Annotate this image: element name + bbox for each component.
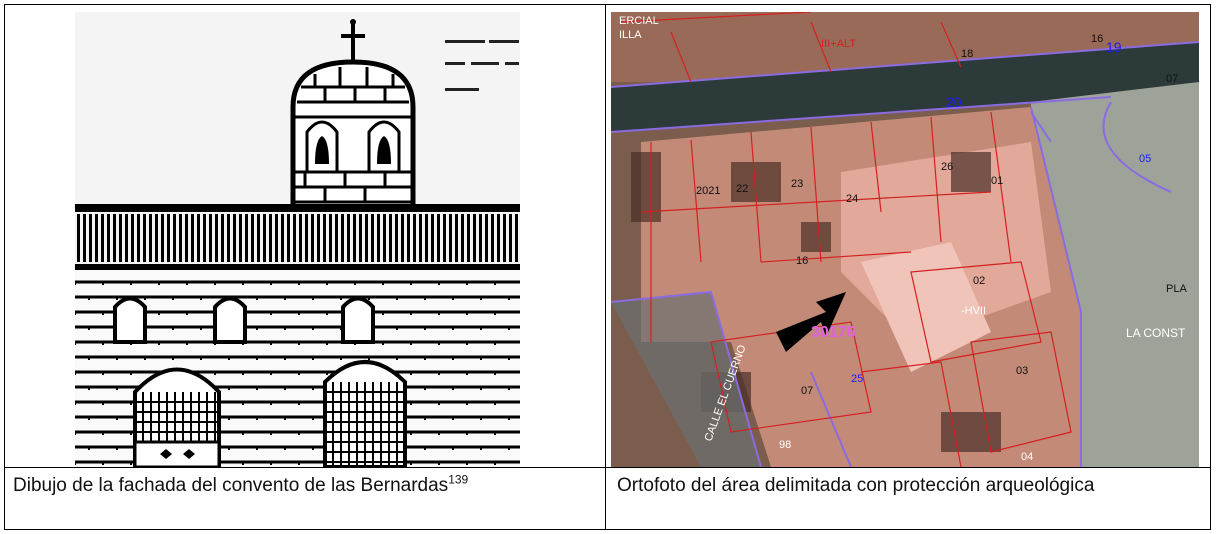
label-22: 22 [736,183,748,195]
label-illa: ILLA [619,29,642,41]
left-caption-text: Dibujo de la fachada del convento de las… [13,475,449,496]
label-04: 04 [1021,451,1033,463]
label-20: 20 [946,94,962,110]
right-caption-text: Ortofoto del área delimitada con protecc… [617,475,1095,496]
label-25: 25 [851,373,863,385]
left-caption: Dibujo de la fachada del convento de las… [13,473,588,498]
label-16: 16 [1091,33,1103,45]
row-divider [5,467,1210,468]
label-02: 02 [973,275,985,287]
label-07: 07 [1166,73,1178,85]
label-07b: 07 [801,385,813,397]
label-pla: PLA [1166,283,1187,295]
column-divider [605,5,606,529]
orthophoto-svg: ERCIAL ILLA 18 16 19 07 20 26 01 24 23 2… [611,12,1199,467]
label-comercial: ERCIAL [619,15,659,27]
orthophoto-map: ERCIAL ILLA 18 16 19 07 20 26 01 24 23 2… [611,12,1199,467]
label-18: 18 [961,48,973,60]
label-zone: 30176 [811,324,856,341]
label-iii-alt: III+ALT [821,38,856,50]
label-01: 01 [991,175,1003,187]
facade-svg [75,12,520,467]
label-98: 98 [779,439,791,451]
label-2021: 2021 [696,185,720,197]
label-16b: 16 [796,255,808,267]
label-03: 03 [1016,365,1028,377]
convent-facade-drawing [75,12,520,467]
right-caption: Ortofoto del área delimitada con protecc… [617,473,1192,498]
label-26: 26 [941,161,953,173]
label-05: 05 [1139,153,1151,165]
label-23: 23 [791,178,803,190]
label-24: 24 [846,193,858,205]
figure-table: ERCIAL ILLA 18 16 19 07 20 26 01 24 23 2… [4,4,1211,530]
label-la-const: LA CONST [1126,326,1186,340]
footnote-marker: 139 [448,472,469,487]
label-hvii: -HVII [961,305,986,317]
label-19: 19 [1106,39,1122,55]
